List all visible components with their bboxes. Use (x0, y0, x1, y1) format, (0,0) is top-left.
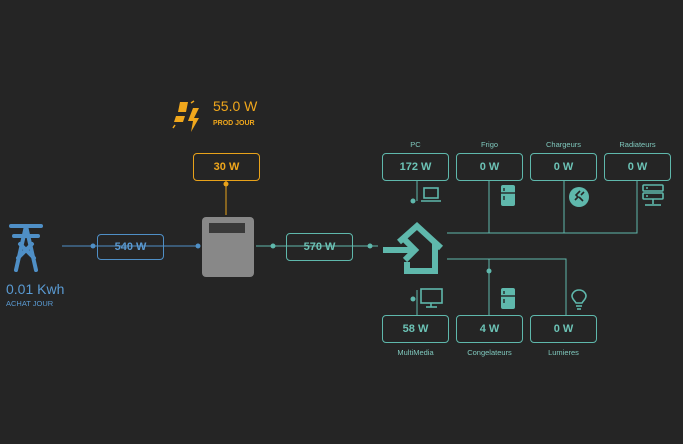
ev-plug-icon (569, 187, 589, 207)
monitor-icon (420, 288, 443, 308)
solar-power-icon (172, 100, 199, 132)
laptop-icon (421, 187, 441, 202)
server-icon (642, 184, 664, 206)
consumer-box-lumieres[interactable]: 0 W (530, 315, 597, 343)
battery-icon[interactable] (200, 215, 256, 279)
transmission-tower-icon (9, 224, 43, 272)
home-import-icon (383, 221, 444, 274)
lightbulb-icon (571, 289, 587, 310)
consumer-label-chargeurs: Chargeurs (545, 140, 582, 149)
consumer-box-radiateurs[interactable]: 0 W (604, 153, 671, 181)
consumer-box-chargeurs[interactable]: 0 W (530, 153, 597, 181)
consumer-label-frigo: Frigo (480, 140, 499, 149)
consumer-label-lumieres: Lumieres (548, 348, 579, 357)
consumer-box-congelateurs[interactable]: 4 W (456, 315, 523, 343)
consumer-box-multimedia[interactable]: 58 W (382, 315, 449, 343)
grid-energy-label: ACHAT JOUR (6, 299, 54, 308)
grid-energy-value: 0.01 Kwh (6, 281, 65, 297)
consumer-label-congelateurs: Congelateurs (467, 348, 512, 357)
fridge-icon (501, 185, 515, 206)
house-flow-box[interactable]: 570 W (286, 233, 353, 261)
solar-flow-box[interactable]: 30 W (193, 153, 260, 181)
consumer-label-pc: PC (410, 140, 421, 149)
consumer-box-pc[interactable]: 172 W (382, 153, 449, 181)
consumer-box-frigo[interactable]: 0 W (456, 153, 523, 181)
grid-flow-box[interactable]: 540 W (97, 234, 164, 260)
solar-energy-value: 55.0 W (213, 98, 258, 114)
consumer-label-radiateurs: Radiateurs (619, 140, 656, 149)
consumer-label-multimedia: MultiMedia (397, 348, 434, 357)
solar-energy-label: PROD JOUR (213, 120, 255, 127)
freezer-icon (501, 288, 515, 309)
